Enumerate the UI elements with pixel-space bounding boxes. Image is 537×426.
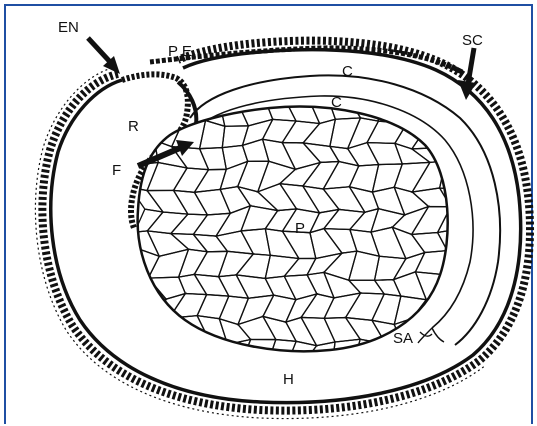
nucellus-cell <box>132 341 161 364</box>
nucellus-cell <box>354 339 386 367</box>
nucellus-cell <box>304 363 341 390</box>
label-p: P <box>295 220 305 237</box>
nucellus-tissue <box>128 96 497 391</box>
nucellus-cell <box>130 97 164 120</box>
label-r: R <box>128 118 139 135</box>
nucellus-cell <box>437 98 470 126</box>
label-sc: SC <box>462 32 483 49</box>
nucellus-cell <box>332 363 356 383</box>
nucellus-cell <box>148 97 181 124</box>
nucellus-cell <box>417 338 452 366</box>
nucellus-cell <box>438 122 471 148</box>
nucellus-cell <box>147 342 184 364</box>
nucellus-cell <box>456 318 488 341</box>
label-h: H <box>283 371 294 388</box>
nucellus-cell <box>457 255 495 274</box>
label-c-inner: C <box>331 94 342 111</box>
label-c-outer: C <box>342 63 353 80</box>
nucellus-cell <box>442 273 468 301</box>
en-arrow <box>88 38 120 74</box>
nucellus-cell <box>191 344 227 367</box>
nucellus-cell <box>133 323 161 346</box>
nucellus-cell <box>464 205 491 229</box>
nucellus-cell <box>153 318 185 345</box>
nucellus-cell <box>390 97 431 124</box>
nucellus-cell <box>457 273 496 303</box>
nucellus-cell <box>434 293 468 318</box>
label-pe: P E <box>168 43 192 60</box>
nucellus-cell <box>371 344 402 367</box>
label-sa: SA <box>393 330 413 347</box>
label-f: F <box>112 162 121 179</box>
nucellus-cell <box>173 342 210 367</box>
nucellus-cell <box>243 360 277 385</box>
nucellus-cell <box>464 190 491 210</box>
nucellus-cell <box>191 366 226 390</box>
nucellus-cell <box>456 293 496 318</box>
nucellus-cell <box>217 360 252 388</box>
label-en: EN <box>58 19 79 36</box>
nucellus-cell <box>354 363 381 391</box>
nucellus-cell <box>133 299 166 324</box>
nucellus-cell <box>464 228 496 256</box>
nucellus-cell <box>371 367 400 391</box>
